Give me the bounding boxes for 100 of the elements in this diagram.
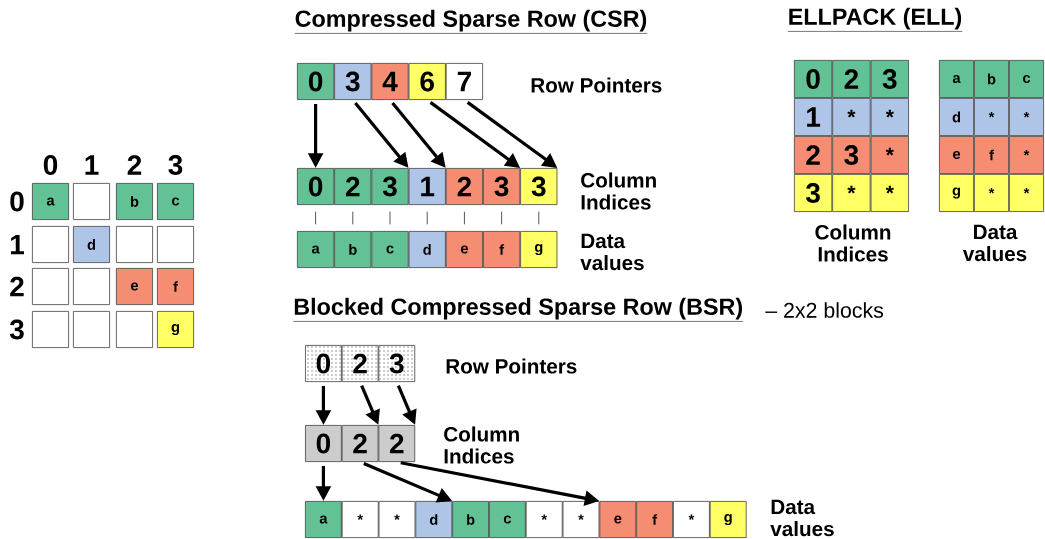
empty-cell [32,268,69,305]
array-cell: f [483,231,521,268]
array-cell: * [870,174,909,212]
array-cell [378,345,416,382]
array-cell: * [870,98,909,136]
array-cell: f [157,268,194,305]
array-cell: a [305,501,342,538]
index-number: 2 [127,155,142,175]
array-label: Column Indices [815,224,891,262]
index-number: 1 [10,234,24,255]
array-cell: 3 [793,174,833,212]
node-label: * [1023,149,1030,156]
array-cell: e [599,501,637,538]
array-cell: 7 [445,63,483,100]
array-cell: * [1009,136,1044,174]
index-number: 0 [10,191,24,212]
array-cell: 0 [297,63,335,100]
array-cell: 3 [832,136,871,174]
array-cell: * [562,501,600,538]
array-cell: 2 [793,136,833,174]
array-cell [305,345,342,382]
empty-cell [73,183,110,220]
empty-cell [116,226,153,263]
connector-line [501,211,502,225]
index-number: 3 [9,319,24,340]
array-cell: 2 [832,60,871,98]
array-cell: 2 [353,353,367,374]
array-cell: d [939,98,974,136]
array-label: Data values [580,233,644,271]
array-cell: g [939,174,974,212]
section-heading: ELLPACK (ELL) [787,7,963,32]
array-cell: 2 [341,425,379,462]
array-label: Column Indices [581,172,656,210]
connector-line [538,211,540,225]
array-cell: 2 [334,168,372,205]
array-cell: 0 [297,168,335,205]
index-number: 1 [85,155,99,175]
empty-cell [32,311,69,348]
array-cell: c [157,183,194,220]
node-label: c [1023,74,1031,84]
array-cell: 2 [445,168,483,205]
connector-line [352,211,354,225]
array-label: Data values [962,224,1027,262]
array-cell: f [636,501,673,538]
empty-cell [73,311,110,348]
array-cell: 1 [408,168,446,205]
array-cell: a [32,183,69,220]
array-cell: 3 [520,168,558,205]
node-label: * [1023,111,1030,118]
connector-line [464,211,465,225]
empty-cell [32,226,69,263]
array-label: Column Indices [444,426,519,464]
array-cell: 3 [334,63,372,100]
array-cell: g [157,311,194,348]
array-label: Data values [770,499,834,537]
array-label: Row Pointers [446,358,577,374]
connector-line [389,211,391,225]
index-number: 3 [168,155,183,175]
array-cell: b [452,501,489,538]
connector-line [315,211,316,225]
array-cell: g [709,501,747,538]
array-cell: b [334,231,372,268]
array-cell: e [116,268,153,305]
array-cell: 2 [378,425,416,462]
array-cell: 3 [483,168,521,205]
array-cell [341,345,379,382]
block-size-note: – 2x2 blocks [765,302,884,318]
array-cell: * [525,501,563,538]
array-cell: c [1009,60,1044,98]
array-cell: * [974,98,1009,136]
array-cell: b [116,183,153,220]
array-cell: 3 [389,353,404,374]
node-label: * [1023,187,1030,194]
array-cell: 1 [793,98,833,136]
array-cell: e [939,136,974,174]
array-cell: * [832,174,871,212]
empty-cell [116,311,153,348]
array-cell: f [974,136,1009,174]
array-cell: 0 [305,425,342,462]
section-heading: Compressed Sparse Row (CSR) [294,9,648,34]
array-cell: * [1009,98,1044,136]
array-cell: * [1009,174,1044,212]
array-cell: 6 [408,63,446,100]
array-cell: * [341,501,379,538]
array-cell: d [408,231,446,268]
connector-line [426,211,428,225]
array-cell: d [415,501,453,538]
array-cell: c [489,501,526,538]
array-cell: 3 [870,60,909,98]
array-cell: b [974,60,1009,98]
array-cell: * [673,501,710,538]
empty-cell [73,268,110,305]
array-cell: d [73,226,110,263]
array-cell: 0 [793,60,833,98]
section-heading: Blocked Compressed Sparse Row (BSR) [293,297,744,322]
array-cell: * [378,501,416,538]
array-cell: e [445,231,483,268]
array-cell: a [297,231,335,268]
array-label: Row Pointers [531,77,662,93]
array-cell: 4 [371,63,409,100]
